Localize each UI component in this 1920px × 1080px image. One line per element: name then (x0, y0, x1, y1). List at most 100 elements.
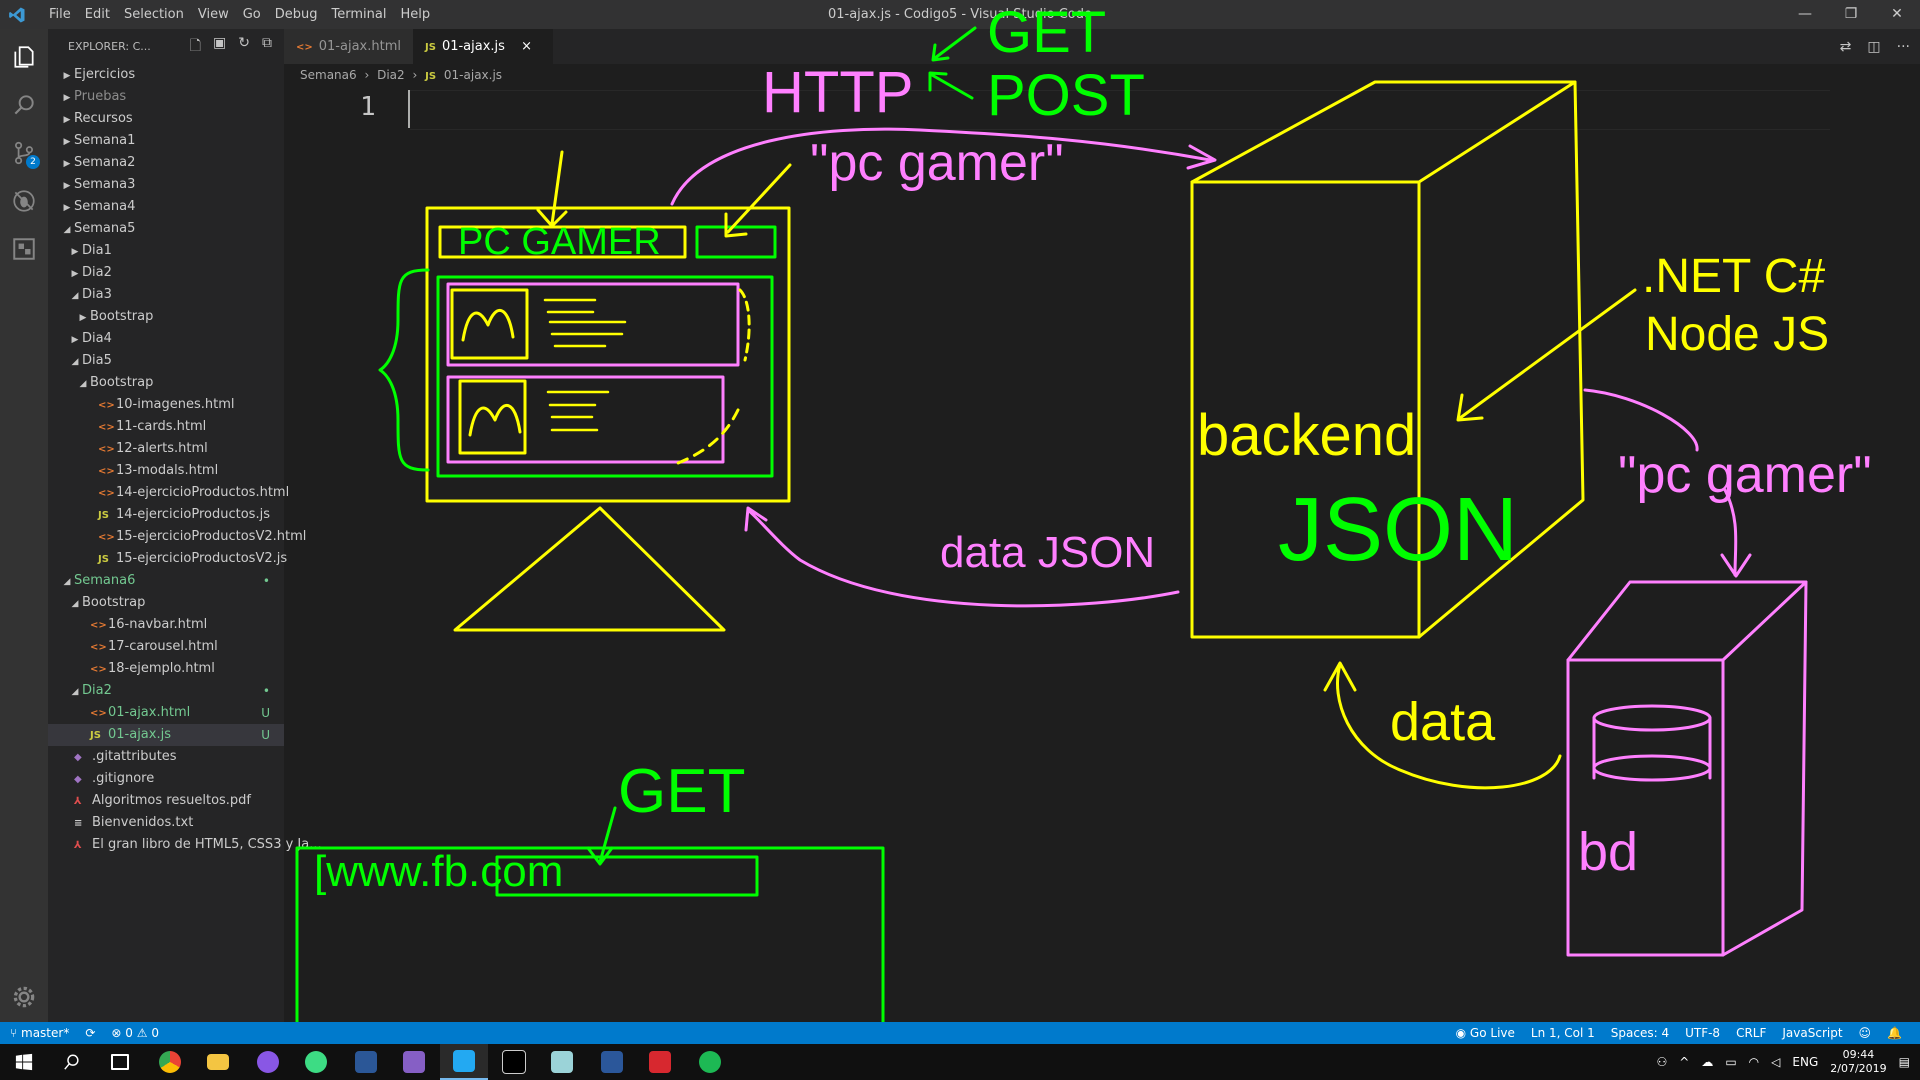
file-item[interactable]: <>11-cards.html (48, 416, 284, 438)
folder-item[interactable]: ▶Semana1 (48, 130, 284, 152)
file-item[interactable]: <>10-imagenes.html (48, 394, 284, 416)
debug-icon[interactable] (0, 177, 48, 225)
tray-chevron-icon[interactable]: ^ (1679, 1055, 1690, 1069)
acrobat-icon[interactable] (636, 1044, 684, 1080)
new-file-icon[interactable]: 🗋 (189, 37, 202, 54)
cloud-icon[interactable]: ☁ (1701, 1055, 1714, 1069)
menu-view[interactable]: View (197, 7, 229, 22)
folder-item[interactable]: ▶Pruebas (48, 86, 284, 108)
file-explorer-icon[interactable] (194, 1044, 242, 1080)
file-item[interactable]: <>15-ejercicioProductosV2.html (48, 526, 306, 548)
go-live-button[interactable]: ◉ Go Live (1455, 1026, 1515, 1040)
folder-item[interactable]: ▶Ejercicios (48, 64, 284, 86)
file-item[interactable]: <>12-alerts.html (48, 438, 284, 460)
file-item[interactable]: <>16-navbar.html (48, 614, 284, 636)
visual-studio-icon[interactable] (390, 1044, 438, 1080)
feedback-icon[interactable]: ☺ (1858, 1026, 1872, 1040)
menu-go[interactable]: Go (242, 7, 261, 22)
tab-01-ajax-html[interactable]: <>01-ajax.html (284, 29, 436, 64)
github-desktop-icon[interactable] (244, 1044, 292, 1080)
menu-file[interactable]: File (49, 7, 71, 22)
chrome-icon[interactable] (146, 1044, 194, 1080)
menu-help[interactable]: Help (400, 7, 431, 22)
menu-debug[interactable]: Debug (274, 7, 318, 22)
folder-item[interactable]: ◢Bootstrap (48, 372, 284, 394)
windows-start-icon[interactable] (0, 1044, 48, 1080)
end-of-line[interactable]: CRLF (1736, 1026, 1767, 1040)
menu-terminal[interactable]: Terminal (331, 7, 387, 22)
new-folder-icon[interactable]: ▣ (213, 34, 227, 51)
folder-item[interactable]: ◢Dia3 (48, 284, 284, 306)
file-item[interactable]: ◆.gitattributes (48, 746, 284, 768)
clock[interactable]: 09:44 2/07/2019 (1830, 1048, 1886, 1076)
taskbar-search-icon[interactable] (48, 1044, 96, 1080)
folder-item[interactable]: ◢Dia2• (48, 680, 284, 702)
breadcrumb-file[interactable]: 01-ajax.js (443, 68, 503, 82)
problems-indicator[interactable]: ⊗ 0 ⚠ 0 (111, 1022, 159, 1044)
folder-item[interactable]: ◢Semana5 (48, 218, 284, 240)
language-indicator[interactable]: ENG (1792, 1055, 1819, 1069)
volume-icon[interactable]: ◁ (1771, 1055, 1781, 1069)
folder-item[interactable]: ▶Dia4 (48, 328, 284, 350)
folder-item[interactable]: ▶Semana2 (48, 152, 284, 174)
git-branch[interactable]: ⑂ master* (10, 1026, 70, 1040)
folder-item[interactable]: ◢Semana6• (48, 570, 284, 592)
more-actions-icon[interactable]: ··· (1896, 38, 1910, 55)
task-view-icon[interactable] (96, 1044, 144, 1080)
folder-item[interactable]: ▶Recursos (48, 108, 284, 130)
language-mode[interactable]: JavaScript (1782, 1026, 1843, 1040)
breadcrumb-dia2[interactable]: Dia2 (377, 68, 405, 82)
folder-item[interactable]: ▶Bootstrap (48, 306, 284, 328)
file-item[interactable]: ⅄El gran libro de HTML5, CSS3 y Ja... (48, 834, 322, 856)
notes-icon[interactable] (538, 1044, 586, 1080)
notifications-bell-icon[interactable]: 🔔 (1887, 1026, 1902, 1040)
file-item[interactable]: <>13-modals.html (48, 460, 284, 482)
settings-gear-icon[interactable] (0, 973, 48, 1021)
extensions-icon[interactable] (0, 225, 48, 273)
open-changes-icon[interactable]: ⇄ (1839, 38, 1852, 55)
cursor-position[interactable]: Ln 1, Col 1 (1530, 1026, 1595, 1040)
collapse-all-icon[interactable]: ⧉ (262, 34, 272, 51)
battery-icon[interactable]: ▭ (1725, 1055, 1737, 1069)
folder-item[interactable]: ▶Dia1 (48, 240, 284, 262)
search-icon[interactable] (0, 81, 48, 129)
action-center-icon[interactable]: ▤ (1898, 1055, 1910, 1069)
close-window-button[interactable]: ✕ (1891, 6, 1903, 22)
android-studio-icon[interactable] (292, 1044, 340, 1080)
file-item[interactable]: <>17-carousel.html (48, 636, 284, 658)
folder-item[interactable]: ◢Bootstrap (48, 592, 284, 614)
close-tab-icon[interactable]: × (521, 39, 532, 54)
folder-item[interactable]: ▶Dia2 (48, 262, 284, 284)
spotify-icon[interactable] (686, 1044, 734, 1080)
file-item[interactable]: <>14-ejercicioProductos.html (48, 482, 289, 504)
split-editor-icon[interactable]: ◫ (1867, 38, 1881, 55)
people-icon[interactable]: ⚇ (1656, 1055, 1668, 1069)
restore-button[interactable]: ❐ (1844, 6, 1858, 22)
vscode-taskbar-icon[interactable] (440, 1044, 488, 1080)
minimize-button[interactable]: — (1798, 6, 1812, 22)
folder-item[interactable]: ▶Semana3 (48, 174, 284, 196)
file-item[interactable]: ≡Bienvenidos.txt (48, 812, 284, 834)
terminal-icon[interactable] (490, 1044, 538, 1080)
file-item[interactable]: <>18-ejemplo.html (48, 658, 284, 680)
folder-item[interactable]: ▶Semana4 (48, 196, 284, 218)
breadcrumb-semana6[interactable]: Semana6 (300, 68, 357, 82)
indentation[interactable]: Spaces: 4 (1610, 1026, 1670, 1040)
word-icon[interactable] (588, 1044, 636, 1080)
sql-server-icon[interactable] (342, 1044, 390, 1080)
file-item[interactable]: ⅄Algoritmos resueltos.pdf (48, 790, 284, 812)
source-control-icon[interactable]: 2 (0, 129, 48, 177)
sync-icon[interactable]: ⟳ (85, 1026, 96, 1040)
folder-item[interactable]: ◢Dia5 (48, 350, 284, 372)
explorer-icon[interactable] (0, 33, 48, 81)
encoding[interactable]: UTF-8 (1685, 1026, 1721, 1040)
menu-selection[interactable]: Selection (123, 7, 184, 22)
file-item[interactable]: ◆.gitignore (48, 768, 284, 790)
menu-edit[interactable]: Edit (84, 7, 110, 22)
refresh-icon[interactable]: ↻ (238, 34, 250, 51)
